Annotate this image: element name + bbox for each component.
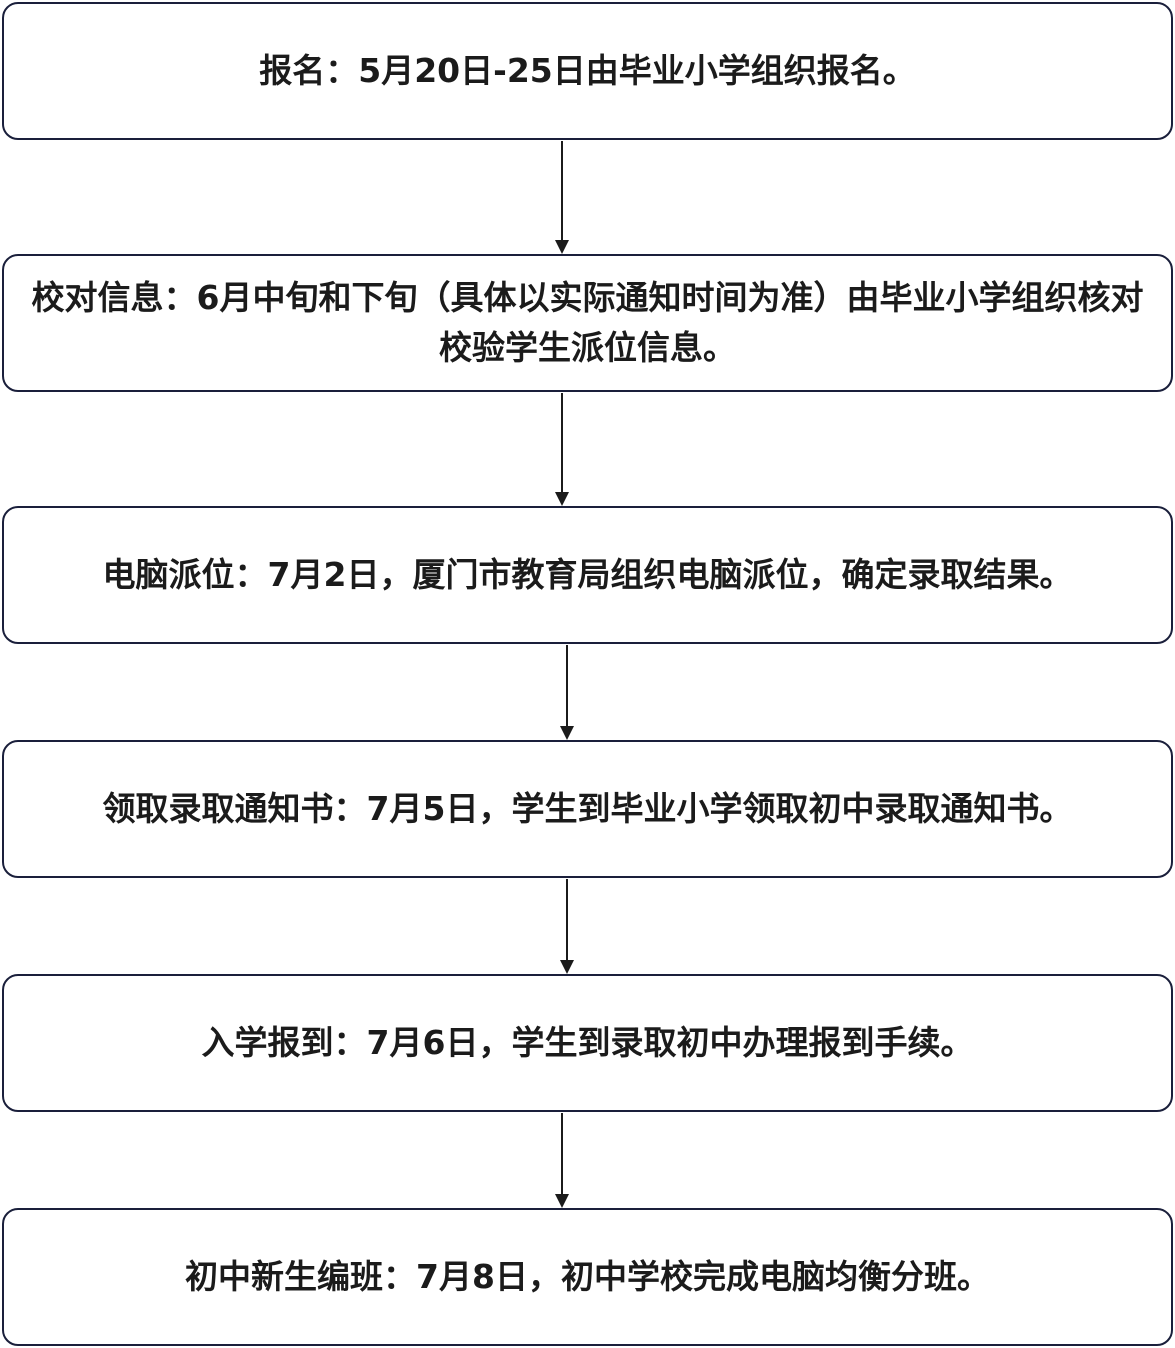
step-text-class-assignment: 初中新生编班：7月8日，初中学校完成电脑均衡分班。 xyxy=(185,1257,990,1296)
arrow-2 xyxy=(555,393,569,506)
arrow-4 xyxy=(560,879,574,974)
step-text-registration: 报名：5月20日-25日由毕业小学组织报名。 xyxy=(259,51,916,90)
step-box-admission-notice: 领取录取通知书：7月5日，学生到毕业小学领取初中录取通知书。 xyxy=(2,740,1173,878)
step-text-admission-notice: 领取录取通知书：7月5日，学生到毕业小学领取初中录取通知书。 xyxy=(102,789,1073,828)
step-box-enrollment-check-in: 入学报到：7月6日，学生到录取初中办理报到手续。 xyxy=(2,974,1173,1112)
step-text-computer-allocation: 电脑派位：7月2日，厦门市教育局组织电脑派位，确定录取结果。 xyxy=(102,555,1073,594)
arrow-3 xyxy=(560,645,574,740)
step-text-verify-info: 校对信息：6月中旬和下旬（具体以实际通知时间为准）由毕业小学组织核对校验学生派位… xyxy=(31,278,1144,367)
step-box-computer-allocation: 电脑派位：7月2日，厦门市教育局组织电脑派位，确定录取结果。 xyxy=(2,506,1173,644)
step-box-class-assignment: 初中新生编班：7月8日，初中学校完成电脑均衡分班。 xyxy=(2,1208,1173,1346)
step-text-enrollment-check-in: 入学报到：7月6日，学生到录取初中办理报到手续。 xyxy=(201,1023,974,1062)
arrow-1 xyxy=(555,141,569,254)
step-box-registration: 报名：5月20日-25日由毕业小学组织报名。 xyxy=(2,2,1173,140)
step-box-verify-info: 校对信息：6月中旬和下旬（具体以实际通知时间为准）由毕业小学组织核对校验学生派位… xyxy=(2,254,1173,392)
arrow-5 xyxy=(555,1113,569,1208)
